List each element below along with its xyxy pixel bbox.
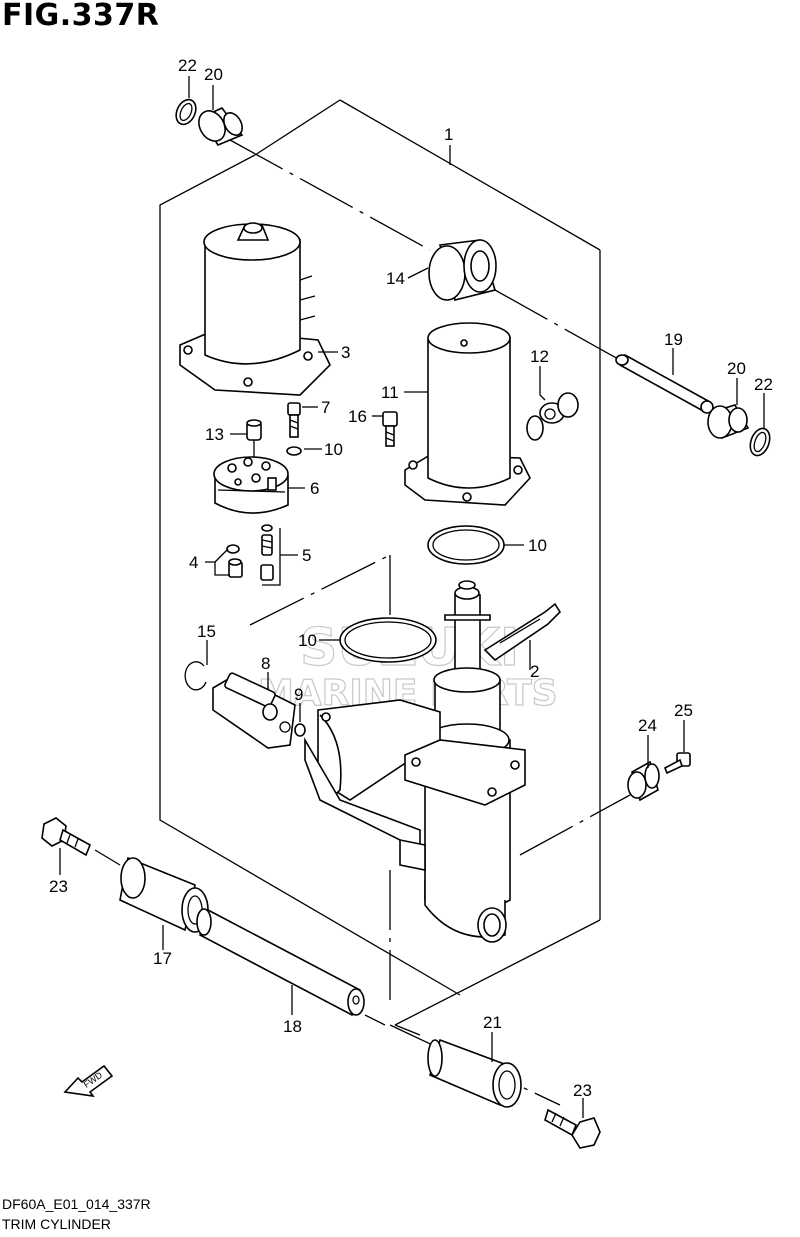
callout-12: 12 [530, 347, 549, 366]
valve-parts-5 [260, 524, 274, 581]
leader-lines [59, 76, 765, 1118]
oring-10-small [286, 446, 302, 456]
callout-23-left: 23 [49, 877, 68, 896]
callout-labels: 22 20 1 14 3 19 12 11 20 22 7 16 13 10 6… [49, 56, 773, 1100]
callout-19: 19 [664, 330, 683, 349]
callout-10-mid: 10 [298, 631, 317, 650]
figure-name: TRIM CYLINDER [2, 1216, 111, 1232]
fwd-arrow-icon: FWD [63, 1064, 114, 1098]
callout-11: 11 [381, 383, 399, 402]
clip-2 [483, 602, 562, 662]
assembly-outline [159, 99, 601, 1036]
callout-8: 8 [261, 654, 270, 673]
callout-6: 6 [310, 479, 319, 498]
valve-parts-4 [226, 544, 243, 578]
callout-14: 14 [386, 269, 405, 288]
valve-13 [246, 419, 262, 458]
trim-motor-3 [179, 222, 331, 396]
bolt-23-bottom [544, 1108, 601, 1149]
callout-9: 9 [294, 685, 303, 704]
callout-10-large: 10 [528, 536, 547, 555]
bolt-25 [663, 752, 691, 775]
callout-23-bottom: 23 [573, 1081, 592, 1100]
callout-16: 16 [348, 407, 367, 426]
bushing-21 [427, 1038, 522, 1108]
snap-ring-22-top [175, 98, 197, 126]
valve-assembly-8 [212, 672, 296, 749]
valve-body-6 [213, 456, 289, 514]
callout-20-right: 20 [727, 359, 746, 378]
screw-7 [287, 402, 301, 438]
washer-9 [294, 723, 306, 737]
bushing-24 [627, 760, 660, 802]
bolt-16 [382, 411, 398, 447]
callout-22-right: 22 [754, 375, 773, 394]
snap-ring-15 [184, 661, 207, 691]
collar-14 [428, 239, 497, 301]
figure-code: DF60A_E01_014_337R [2, 1196, 151, 1212]
callout-4: 4 [189, 553, 198, 572]
plug-12 [526, 392, 579, 441]
trim-cylinder-body [304, 580, 526, 943]
callout-13: 13 [205, 425, 224, 444]
oring-10-mid [339, 617, 437, 663]
reservoir-11 [404, 322, 531, 506]
callout-5: 5 [302, 546, 311, 565]
callout-2: 2 [530, 662, 539, 681]
bushing-20-right [707, 404, 750, 440]
callout-22-top: 22 [178, 56, 197, 75]
callout-3: 3 [341, 343, 350, 362]
callout-7: 7 [321, 398, 330, 417]
callout-1: 1 [444, 125, 453, 144]
bolt-23-left [41, 817, 92, 857]
callout-24: 24 [638, 716, 657, 735]
pin-18 [196, 908, 365, 1017]
figure-title: FIG.337R [2, 0, 160, 33]
callout-18: 18 [283, 1017, 302, 1036]
snap-ring-22-right [749, 427, 771, 457]
pin-19 [615, 353, 714, 414]
callout-17: 17 [153, 949, 172, 968]
bushing-20-top [198, 107, 244, 146]
oring-10-large [427, 525, 505, 565]
callout-10-small: 10 [324, 440, 343, 459]
callout-21: 21 [483, 1013, 502, 1032]
callout-20-top: 20 [204, 65, 223, 84]
bushing-17 [119, 856, 209, 933]
callout-15: 15 [197, 622, 216, 641]
callout-25: 25 [674, 701, 693, 720]
